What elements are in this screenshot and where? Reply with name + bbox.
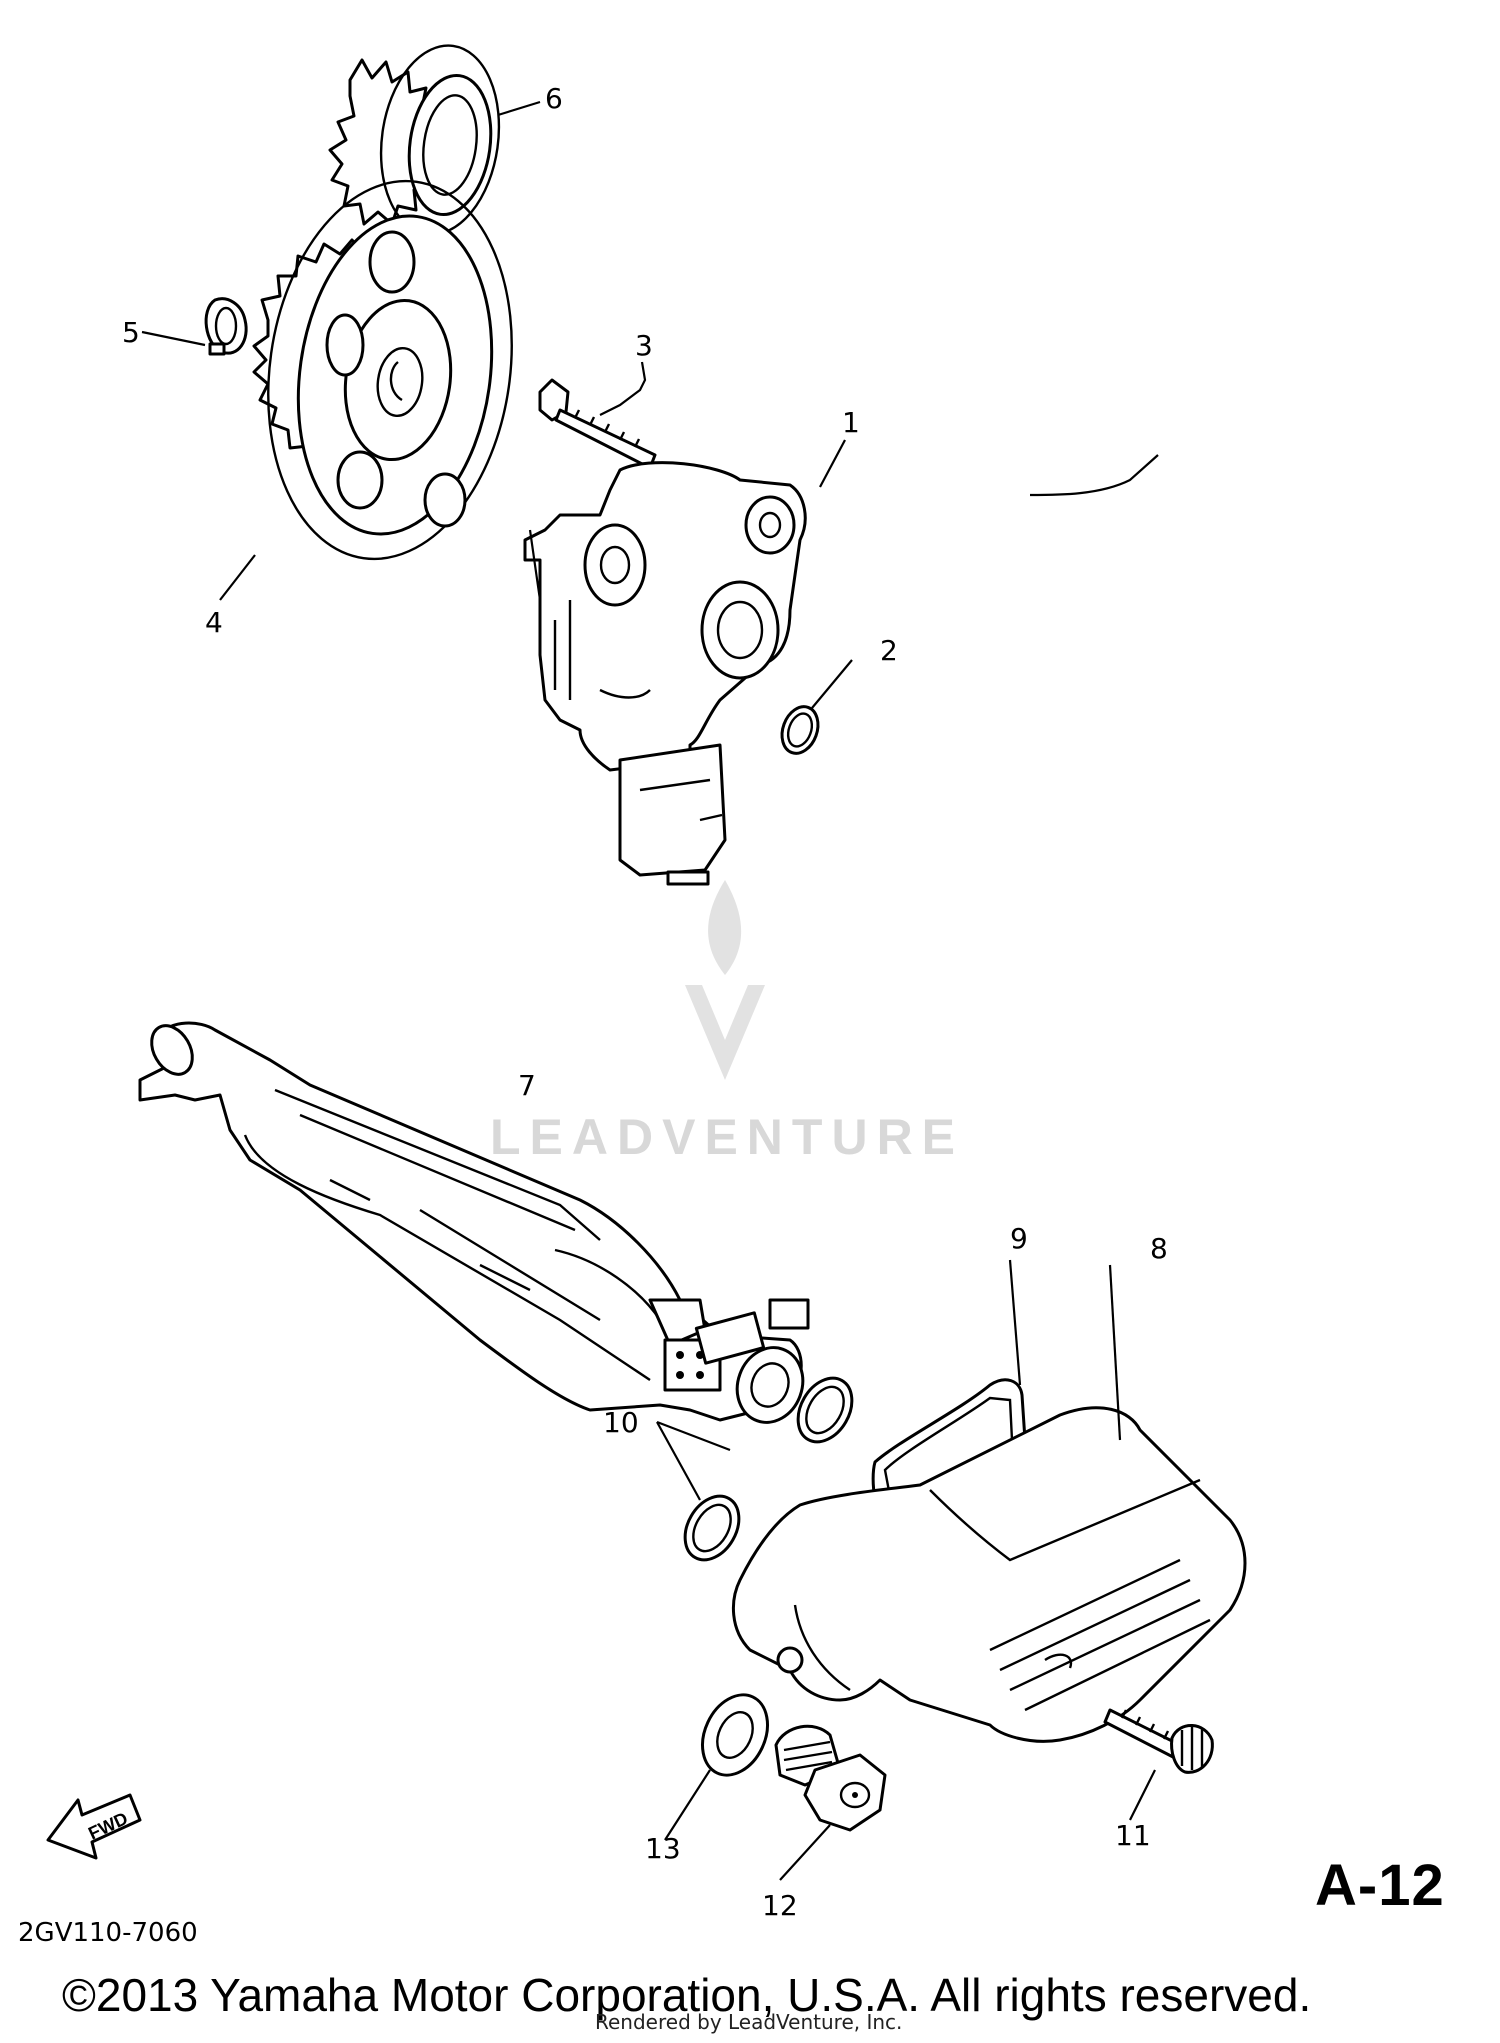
part-2-o-ring [780, 705, 820, 755]
part-10-o-rings [683, 1376, 854, 1562]
part-11-screw [1103, 1708, 1214, 1774]
callout-4: 4 [205, 606, 223, 639]
callout-11: 11 [1115, 1819, 1151, 1852]
leader-lines [141, 100, 1159, 1881]
callout-2: 2 [880, 634, 898, 667]
rendered-by-notice: Rendered by LeadVenture, Inc. [595, 2010, 903, 2034]
callout-10: 10 [603, 1406, 639, 1439]
part-3-bolt [538, 378, 657, 470]
callout-5: 5 [122, 316, 140, 349]
callout-13: 13 [645, 1832, 681, 1865]
callout-7: 7 [518, 1069, 536, 1102]
callout-8: 8 [1150, 1232, 1168, 1265]
part-6-small-gear [328, 44, 501, 236]
callout-1: 1 [842, 406, 860, 439]
part-13-washer [701, 1693, 769, 1777]
part-1-oil-pump [523, 461, 807, 886]
sheet-id: A-12 [1315, 1853, 1445, 1918]
part-12-drain-plug [774, 1724, 887, 1832]
callout-labels: 6 3 1 2 5 4 7 9 8 10 13 12 11 [122, 82, 1168, 1922]
part-7-oil-strainer [138, 1021, 810, 1424]
callout-9: 9 [1010, 1222, 1028, 1255]
copyright-notice: ©2013 Yamaha Motor Corporation, U.S.A. A… [62, 1969, 1312, 2021]
drawing-number: 2GV110-7060 [18, 1918, 198, 1948]
fwd-direction-arrow: FWD [46, 1793, 142, 1860]
watermark-text: LEADVENTURE [490, 1109, 965, 1165]
part-4-large-gear [252, 179, 513, 561]
leadventure-flame-logo [685, 880, 765, 1080]
callout-6: 6 [545, 82, 563, 115]
callout-12: 12 [762, 1889, 798, 1922]
part-8-cover [731, 1406, 1247, 1743]
callout-3: 3 [635, 329, 653, 362]
part-5-circlip [204, 297, 248, 356]
